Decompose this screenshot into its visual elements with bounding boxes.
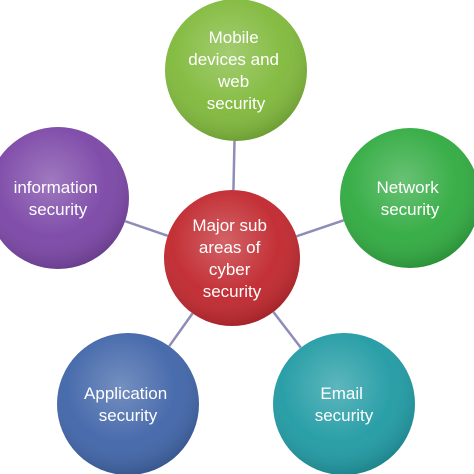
node-network: Network security (340, 128, 474, 268)
connector-email (272, 311, 302, 349)
connectors (124, 140, 345, 349)
node-email: Email security (273, 333, 415, 474)
node-mobile-label: Mobile devices and web security (188, 28, 283, 113)
node-information-label: information security (14, 178, 103, 219)
node-mobile: Mobile devices and web security (165, 0, 307, 141)
node-network-label: Network security (376, 178, 443, 219)
node-information: information security (0, 127, 129, 269)
connector-mobile (232, 140, 236, 191)
node-email-label: Email security (315, 384, 374, 425)
connector-network (296, 219, 345, 238)
connector-information (124, 219, 169, 238)
node-center-label: Major sub areas of cyber security (192, 216, 271, 301)
node-application-label: Application security (84, 384, 172, 425)
node-application: Application security (57, 333, 199, 474)
node-center: Major sub areas of cyber security (164, 190, 300, 326)
connector-application (168, 312, 194, 347)
